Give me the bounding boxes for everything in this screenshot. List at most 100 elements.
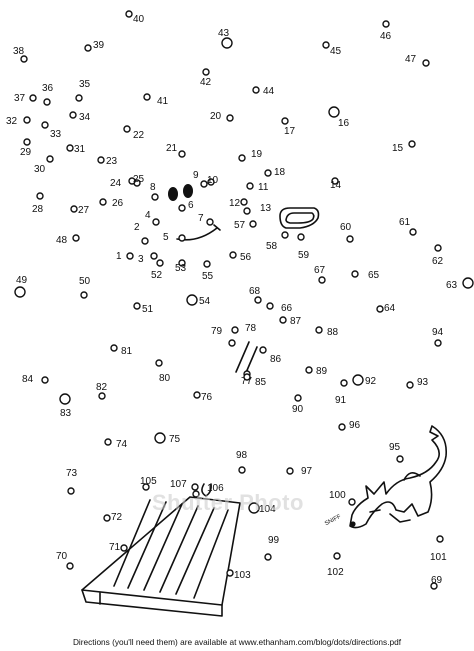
dot-88: 88 bbox=[315, 326, 339, 338]
dot-6: 6 bbox=[178, 200, 194, 212]
dot-marker bbox=[59, 393, 71, 405]
dot-58: 58 bbox=[266, 231, 289, 252]
dot-marker bbox=[41, 121, 49, 129]
dot-marker bbox=[156, 259, 164, 267]
dot-97: 97 bbox=[286, 466, 313, 477]
dot-marker bbox=[243, 207, 251, 215]
dot-number-label: 12 bbox=[229, 198, 241, 209]
dot-marker bbox=[259, 346, 267, 354]
dot-72: 72 bbox=[103, 512, 123, 523]
dot-28: 28 bbox=[32, 192, 44, 215]
dot-63: 63 bbox=[446, 277, 474, 291]
dot-29: 29 bbox=[20, 138, 32, 158]
dot-number-label: 102 bbox=[327, 567, 344, 578]
dot-21: 21 bbox=[166, 143, 186, 158]
dot-43: 43 bbox=[218, 28, 233, 49]
dot-number-label: 23 bbox=[106, 156, 118, 167]
dot-marker bbox=[226, 569, 234, 577]
dot-marker bbox=[151, 193, 159, 201]
dot-13: 13 bbox=[243, 203, 272, 215]
dot-number-label: 22 bbox=[133, 130, 145, 141]
dot-number-label: 33 bbox=[50, 129, 62, 140]
dot-marker bbox=[406, 381, 414, 389]
dot-number-label: 76 bbox=[201, 392, 213, 403]
dot-marker bbox=[249, 220, 257, 228]
dot-marker bbox=[408, 140, 416, 148]
dot-number-label: 34 bbox=[79, 112, 91, 123]
dot-number-label: 57 bbox=[234, 220, 246, 231]
dot-marker bbox=[178, 204, 186, 212]
dot-62: 62 bbox=[432, 244, 444, 267]
dot-marker bbox=[193, 391, 201, 399]
dot-100: 100 bbox=[329, 490, 356, 506]
dot-52: 52 bbox=[151, 259, 164, 281]
dot-number-label: 24 bbox=[110, 178, 122, 189]
dot-number-label: 99 bbox=[268, 535, 280, 546]
dot-number-label: 2 bbox=[134, 222, 140, 233]
dot-number-label: 30 bbox=[34, 164, 46, 175]
dot-number-label: 21 bbox=[166, 143, 178, 154]
dot-marker bbox=[352, 374, 364, 386]
footer-directions: Directions (you'll need them) are availa… bbox=[72, 637, 402, 647]
dot-marker bbox=[351, 270, 359, 278]
dot-marker bbox=[430, 582, 438, 590]
dot-marker bbox=[97, 156, 105, 164]
dot-marker bbox=[382, 20, 390, 28]
dot-marker bbox=[338, 423, 346, 431]
dot-number-label: 46 bbox=[380, 31, 392, 42]
shovel-drawing bbox=[81, 483, 241, 617]
dot-number-label: 3 bbox=[138, 254, 144, 265]
dot-79: 79 bbox=[211, 326, 236, 347]
dot-marker bbox=[66, 144, 74, 152]
dot-marker bbox=[434, 339, 442, 347]
dot-number-label: 89 bbox=[316, 366, 328, 377]
dot-marker bbox=[72, 234, 80, 242]
dot-marker bbox=[436, 535, 444, 543]
dot-number-label: 90 bbox=[292, 404, 304, 415]
dot-marker bbox=[152, 218, 160, 226]
dot-26: 26 bbox=[99, 198, 124, 209]
stick-strokes bbox=[235, 341, 258, 376]
dot-number-label: 42 bbox=[200, 77, 212, 88]
dot-number-label: 64 bbox=[384, 303, 396, 314]
dot-number-label: 19 bbox=[251, 149, 263, 160]
dot-number-label: 6 bbox=[188, 200, 194, 211]
dot-marker bbox=[178, 259, 186, 267]
dot-7: 7 bbox=[198, 213, 214, 226]
dot-marker bbox=[348, 498, 356, 506]
dot-number-label: 73 bbox=[66, 468, 78, 479]
dot-number-label: 98 bbox=[236, 450, 248, 461]
dot-5: 5 bbox=[163, 232, 186, 243]
dot-number-label: 65 bbox=[368, 270, 380, 281]
dot-78: 78 bbox=[231, 323, 257, 334]
dot-marker bbox=[142, 483, 150, 491]
dot-55: 55 bbox=[202, 260, 214, 282]
dot-33: 33 bbox=[41, 121, 62, 140]
dot-marker bbox=[23, 138, 31, 146]
dot-marker bbox=[191, 483, 199, 491]
dot-98: 98 bbox=[236, 450, 248, 474]
dot-number-label: 58 bbox=[266, 241, 278, 252]
dot-marker bbox=[155, 359, 163, 367]
dot-70: 70 bbox=[56, 551, 74, 570]
dot-marker bbox=[229, 251, 237, 259]
dot-number-label: 85 bbox=[255, 377, 267, 388]
dot-marker bbox=[84, 44, 92, 52]
dot-75: 75 bbox=[154, 432, 181, 445]
dot-1: 1 bbox=[116, 251, 134, 262]
dot-96: 96 bbox=[338, 420, 361, 431]
right-eye bbox=[183, 184, 193, 198]
dot-23: 23 bbox=[97, 156, 118, 167]
dot-64: 64 bbox=[376, 303, 396, 314]
dot-57: 57 bbox=[234, 220, 257, 231]
dot-number-label: 27 bbox=[78, 205, 90, 216]
dot-42: 42 bbox=[200, 68, 212, 88]
dot-91: 91 bbox=[335, 379, 348, 406]
dot-47: 47 bbox=[405, 54, 430, 67]
dot-number-label: 82 bbox=[96, 382, 108, 393]
dot-16: 16 bbox=[328, 106, 350, 129]
dot-marker bbox=[281, 117, 289, 125]
watermark: Shutter Photo bbox=[152, 490, 304, 515]
dot-number-label: 67 bbox=[314, 265, 326, 276]
dot-94: 94 bbox=[432, 327, 444, 347]
